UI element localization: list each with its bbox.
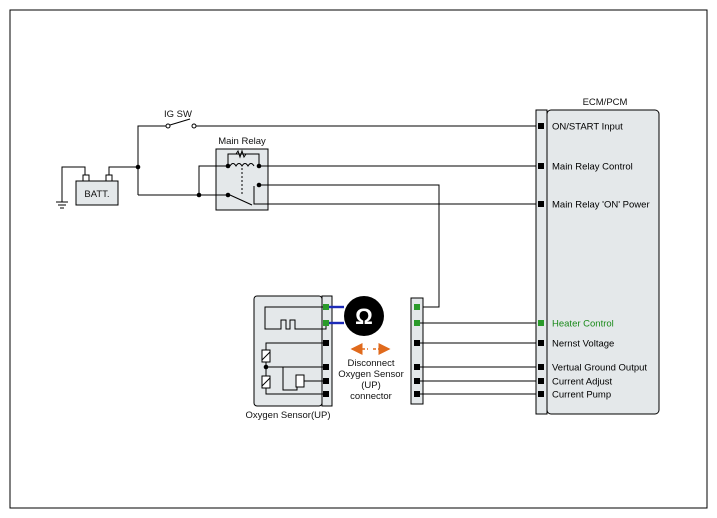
sensor-connector-pins <box>323 304 329 397</box>
ohm-meter-icon <box>344 296 384 336</box>
battery: BATT. <box>56 166 138 209</box>
ecm-box <box>546 109 660 415</box>
oxygen-sensor: Oxygen Sensor(UP) <box>245 295 333 421</box>
battery-label: BATT. <box>84 189 109 200</box>
instruction-line-2: Oxygen Sensor <box>338 369 403 380</box>
ig-switch-label: IG SW <box>164 109 192 120</box>
battery-box <box>75 180 119 206</box>
battery-positive-terminal <box>105 174 113 182</box>
ecm-title: ECM/PCM <box>583 97 628 108</box>
sensor-connector <box>321 295 333 407</box>
ecm-pin <box>538 340 544 346</box>
ignition-switch: IG SW <box>135 109 536 195</box>
ecm-pin-label: Heater Control <box>552 319 614 330</box>
main-relay-label: Main Relay <box>218 136 266 147</box>
battery-negative-terminal <box>82 174 90 182</box>
ecm-pin-label: Vertual Ground Output <box>552 363 647 374</box>
sensor-label: Oxygen Sensor(UP) <box>245 410 330 421</box>
sensor-pin-heater-2 <box>323 320 329 326</box>
harness-connector-body <box>410 297 424 405</box>
ecm-pin-label: Main Relay 'ON' Power <box>552 200 650 211</box>
ecm-pin <box>538 123 544 129</box>
main-relay: Main Relay <box>138 136 536 308</box>
ecm-pin <box>538 320 544 326</box>
ecm-pin-label: Nernst Voltage <box>552 339 614 350</box>
ecm-pin <box>538 364 544 370</box>
ecm-pin-label: Current Pump <box>552 390 611 401</box>
instruction-line-3: (UP) <box>361 380 381 391</box>
disconnect-instruction: Disconnect Oxygen Sensor (UP) connector <box>338 343 404 402</box>
sensor-pin-heater-1 <box>323 304 329 310</box>
ohm-symbol: Ω <box>355 304 373 329</box>
harness-connector <box>410 297 536 405</box>
ohm-meter: Ω <box>329 296 384 336</box>
instruction-line-4: connector <box>350 391 392 402</box>
ecm-pin <box>538 163 544 169</box>
ecm-pin <box>538 378 544 384</box>
ecm-pin-label: Current Adjust <box>552 377 613 388</box>
ecm-pin <box>538 201 544 207</box>
junction-dot <box>135 164 141 170</box>
diagram-frame <box>9 9 708 509</box>
ecm-pin-label: Main Relay Control <box>552 162 633 173</box>
ecm-pin-label: ON/START Input <box>552 122 623 133</box>
ecm-pin <box>538 391 544 397</box>
instruction-line-1: Disconnect <box>348 358 395 369</box>
